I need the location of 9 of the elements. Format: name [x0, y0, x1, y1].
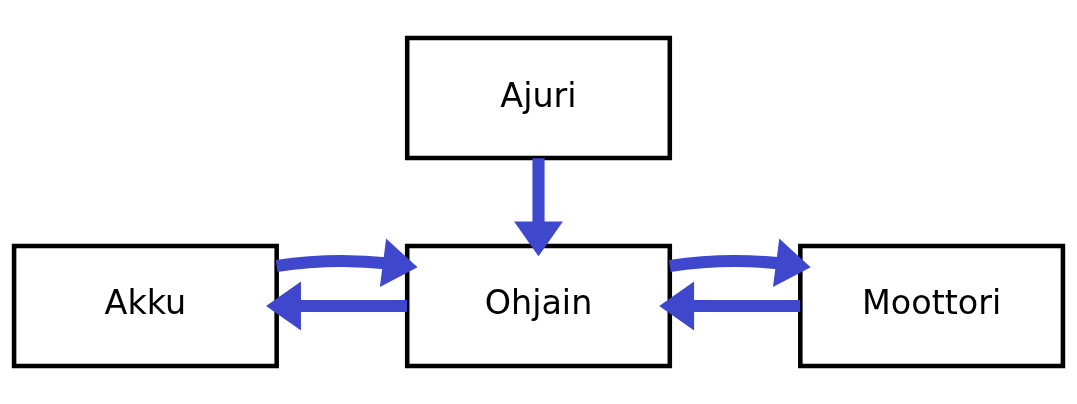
arrow: [668, 238, 811, 288]
node-box: Ohjain: [404, 243, 673, 369]
arrow: [514, 158, 563, 257]
arrow: [266, 281, 408, 331]
arrow: [275, 238, 418, 287]
arrow: [659, 281, 801, 331]
node-box: Ajuri: [404, 35, 673, 161]
node-box: Moottori: [798, 243, 1066, 369]
node-box: Akku: [11, 243, 279, 369]
